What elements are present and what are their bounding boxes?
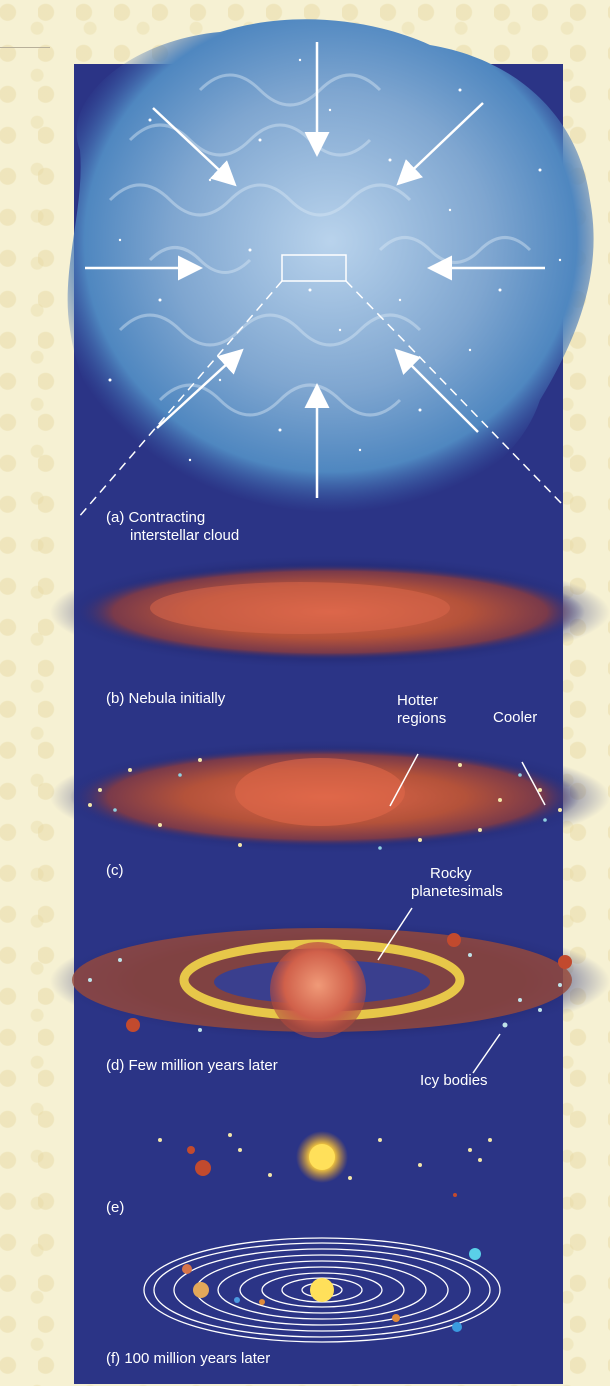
- caption-c: (c): [106, 862, 124, 879]
- label-hotter-regions: Hotter regions: [397, 692, 446, 728]
- callout-lines-d: [377, 907, 501, 1074]
- label-rocky-planetesimals: Rocky planetesimals: [411, 865, 503, 901]
- caption-a-line1: (a) Contracting: [106, 509, 206, 526]
- callout-lines-c: [389, 753, 546, 807]
- contraction-arrows: [85, 42, 545, 498]
- caption-b: (b) Nebula initially: [106, 690, 226, 707]
- caption-e: (e): [106, 1199, 125, 1216]
- forming-planets: [158, 1131, 492, 1197]
- nebula-cooling: [50, 739, 610, 855]
- label-rocky-line1: Rocky: [430, 865, 472, 882]
- zoom-guides: [77, 280, 564, 519]
- protoplanetary-disk: [50, 919, 610, 1043]
- mature-solar-system: [143, 1237, 501, 1343]
- caption-a-line2: interstellar cloud: [130, 527, 240, 544]
- interstellar-cloud: [67, 19, 594, 513]
- label-hotter-line1: Hotter: [397, 692, 438, 709]
- protosun: [270, 942, 366, 1038]
- label-hotter-line2: regions: [397, 710, 447, 727]
- sun: [310, 1278, 334, 1302]
- nebula-initial: [50, 554, 610, 670]
- label-cooler: Cooler: [493, 709, 538, 726]
- caption-f: (f) 100 million years later: [106, 1350, 271, 1367]
- label-rocky-line2: planetesimals: [411, 883, 503, 900]
- caption-d: (d) Few million years later: [106, 1057, 278, 1074]
- label-icy-bodies: Icy bodies: [420, 1072, 488, 1089]
- page-rule: [0, 47, 50, 48]
- zoom-box: [281, 254, 347, 282]
- caption-a: (a) Contracting interstellar cloud: [106, 509, 239, 545]
